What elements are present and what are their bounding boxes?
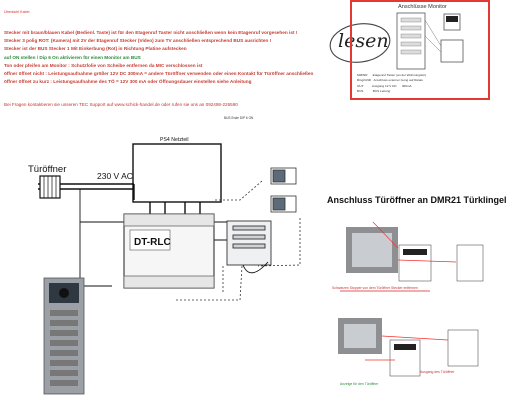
monitor-diagram	[396, 12, 464, 70]
opener-output-note: Ausgang des Türöffner	[420, 370, 455, 374]
dt-rlc-module	[123, 213, 215, 289]
anschluss-title: Anschluss Türöffner an DMR21 Türklingel	[327, 195, 507, 205]
dashed-links	[176, 180, 301, 301]
connector-block	[440, 39, 464, 63]
document-title: Übersicht Kabel	[4, 10, 30, 14]
dip-label: BUS Ende DIP 6 ON	[224, 116, 254, 120]
ac-voltage-label: 230 V AC	[97, 171, 133, 181]
note-1: Stecker mit braun/blauen Kabel (Bedienl.…	[4, 30, 298, 35]
monitor-box-title: Anschlüsse Monitor	[398, 4, 447, 10]
door-opener-label: Türöffner	[28, 164, 67, 175]
module-label: DT-RLC	[134, 237, 171, 248]
outdoor-station	[43, 277, 85, 395]
note-6: öffner öffnet nicht : Leistungsaufnahme …	[4, 71, 314, 77]
instruction-notes: Stecker mit braun/blauen Kabel (Bedienl.…	[4, 29, 326, 86]
connection-photo-top	[346, 221, 484, 282]
psu-label: PS4 Netzteil	[160, 137, 189, 143]
note-7: öffner öffnet zu kurz : Leistungsaufnahm…	[4, 79, 252, 85]
monitor-terminal	[396, 12, 426, 70]
connection-photo-bottom	[338, 318, 479, 377]
support-contact: Bei Fragen kontaktieren sie unseren TEC …	[4, 102, 238, 107]
door-opener-symbol	[39, 175, 61, 199]
note-4: auf ON stellen / Dip 6 On aktivieren für…	[4, 54, 141, 60]
note-3: Stecker ist der BUS Stecker 1 Mit Einker…	[4, 46, 187, 52]
monitor-legend: MM/NR Etagenruf Taster (an der Wohnungst…	[357, 73, 427, 94]
monitor-connections-box	[350, 0, 490, 100]
note-5: Ton oder pfeifen am Monitor : Schutzfoli…	[4, 62, 203, 68]
distributor-box	[226, 220, 272, 274]
psu-box	[132, 143, 222, 203]
opener-display-note: Anzeige für den Türöffner	[340, 382, 379, 386]
diagram-canvas	[38, 12, 484, 395]
lesen-oval	[329, 23, 391, 63]
stopper-note: Schwarzen Stopper von dem Türöffner Stec…	[332, 286, 418, 290]
note-2: Stecker 3 polig ROT: (Kamera) mit 2V der…	[4, 38, 272, 44]
indoor-monitors	[270, 167, 297, 213]
